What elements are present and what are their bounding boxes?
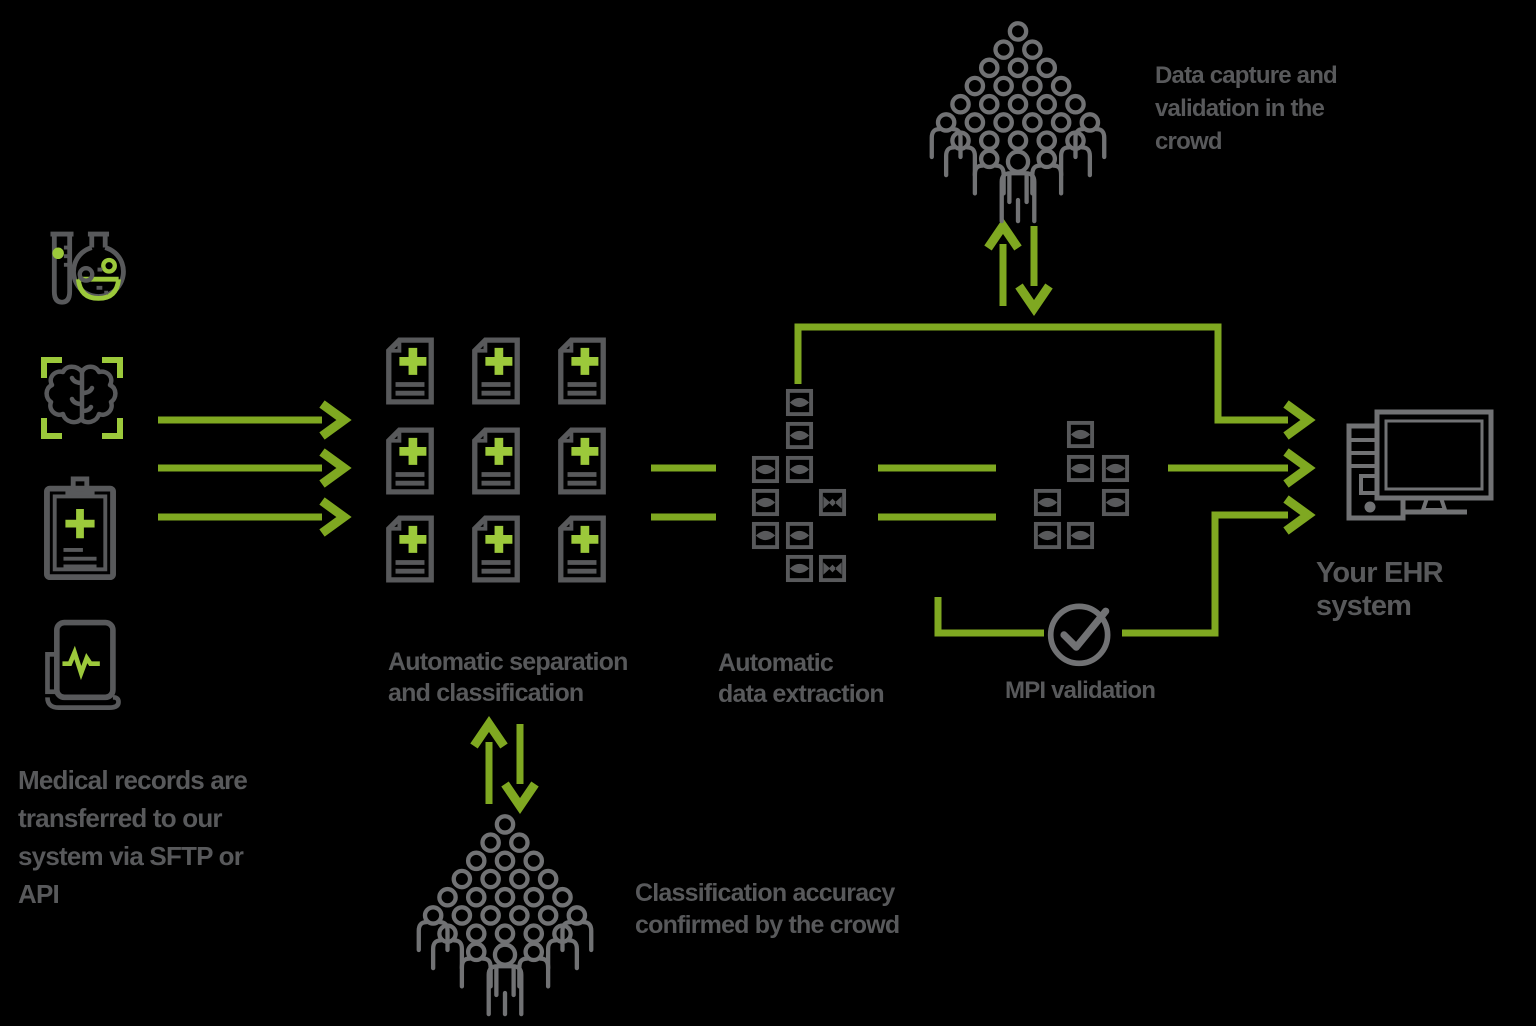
- arrow-down-to-crowd-bottom: [501, 724, 539, 814]
- arrow-sources-to-docs-1: [158, 400, 352, 440]
- ehr-system-label: Your EHR system: [1316, 557, 1444, 622]
- route-mpi-validation-to-ehr: [934, 495, 1316, 637]
- connector-docs-to-extraction: [651, 464, 716, 521]
- medical-records-device-icon: [45, 619, 121, 710]
- arrow-up-to-separation: [470, 716, 508, 804]
- data-fragment-icon: [1066, 420, 1095, 449]
- data-fragment-icon: [1066, 521, 1095, 550]
- document-icon: [469, 425, 523, 497]
- connector-extraction-to-mpi: [878, 464, 996, 521]
- data-fragment-icon: [785, 455, 814, 484]
- data-fragment-icon: [1101, 488, 1130, 517]
- data-fragment-icon: [751, 488, 780, 517]
- arrow-sources-to-docs-3: [158, 497, 352, 537]
- checkmark-circle-icon: [1047, 603, 1111, 667]
- separation-label: Automatic separation and classification: [388, 648, 628, 707]
- document-icon: [383, 425, 437, 497]
- crowd-icon-top: [922, 18, 1114, 224]
- data-fragment-icon: [785, 388, 814, 417]
- document-icon: [555, 335, 609, 407]
- data-fragment-icon: [785, 554, 814, 583]
- data-fragment-icon: [785, 521, 814, 550]
- mpi-validation-label: MPI validation: [1005, 677, 1156, 704]
- document-icon: [555, 513, 609, 585]
- crowd-top-label: Data capture and validation in the crowd: [1155, 62, 1338, 155]
- arrow-sources-to-docs-2: [158, 448, 352, 488]
- document-icon: [555, 425, 609, 497]
- crowd-icon-bottom: [409, 811, 601, 1017]
- ehr-computer-icon: [1346, 409, 1494, 521]
- data-fragment-icon: [818, 488, 847, 517]
- arrow-mpi-to-ehr-middle: [1168, 448, 1316, 488]
- sources-caption: Medical records are transferred to our s…: [18, 765, 248, 909]
- document-icon: [383, 335, 437, 407]
- data-fragment-icon: [1101, 454, 1130, 483]
- extraction-label: Automatic data extraction: [718, 649, 885, 708]
- document-icon: [383, 513, 437, 585]
- route-extraction-to-ehr-top: [794, 323, 1316, 440]
- data-fragment-icon: [751, 455, 780, 484]
- document-icon: [469, 513, 523, 585]
- brain-scan-icon: [41, 357, 123, 439]
- lab-flask-icon: [50, 231, 126, 305]
- data-fragment-icon: [1066, 454, 1095, 483]
- document-icon: [469, 335, 523, 407]
- crowd-bottom-label: Classification accuracy confirmed by the…: [635, 879, 900, 939]
- data-fragment-icon: [751, 521, 780, 550]
- data-fragment-icon: [1033, 488, 1062, 517]
- data-fragment-icon: [1033, 521, 1062, 550]
- data-fragment-icon: [785, 421, 814, 450]
- arrow-down-from-crowd-top: [1015, 226, 1053, 316]
- data-fragment-icon: [818, 554, 847, 583]
- arrow-up-to-crowd-top: [984, 218, 1022, 306]
- medical-clipboard-icon: [44, 476, 116, 581]
